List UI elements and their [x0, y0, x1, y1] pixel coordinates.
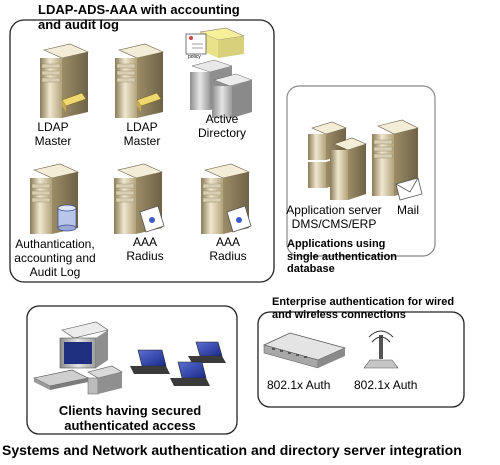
network-switch-icon [262, 332, 347, 369]
mail-envelope-icon [395, 177, 423, 201]
ldap-tape-2-icon [136, 92, 162, 112]
clients-group-box [26, 305, 238, 435]
ldap-master-1-label: LDAP Master [34, 120, 72, 148]
enterprise-group-box [257, 311, 465, 408]
ldap-master-2-label: LDAP Master [123, 120, 161, 148]
aaa-radius-1-label: AAA Radius [126, 235, 164, 263]
app-server-label: Application server DMS/CMS/ERP [286, 203, 382, 231]
active-directory-label: Active Directory [197, 112, 246, 140]
enterprise-group-title: Enterprise authentication for wired and … [272, 296, 455, 321]
keyboard-icon [33, 369, 89, 390]
clients-group-title: Clients having secured authenticated acc… [58, 403, 202, 433]
audit-log-label: Authantication, accounting and Audit Log [14, 237, 96, 279]
apps-group-title: Applications using single authentication… [287, 238, 398, 276]
laptop-2-icon [188, 341, 226, 363]
wired-auth-label: 802.1x Auth [267, 378, 331, 392]
wireless-access-point-icon [363, 330, 399, 369]
diagram-caption: Systems and Network authentication and d… [2, 442, 462, 458]
laptop-1-icon [130, 349, 170, 374]
ldap-tape-1-icon [61, 92, 87, 112]
mail-label: Mail [397, 203, 420, 217]
desktop-computer-icon [59, 321, 123, 395]
radius-key-card-1-icon [139, 205, 165, 233]
mail-server-icon [372, 119, 419, 196]
laptop-3-icon [170, 361, 210, 386]
database-icon [57, 204, 77, 232]
ldap-group-box [9, 19, 275, 283]
aaa-radius-2-label: AAA Radius [209, 235, 247, 263]
policy-document-icon [185, 33, 207, 55]
active-directory-server-icon [190, 27, 253, 118]
radius-key-card-2-icon [226, 205, 252, 233]
policy-tag-label: policy [188, 54, 201, 60]
apps-group-box [286, 85, 436, 257]
ldap-group-title: LDAP-ADS-AAA with accounting and audit l… [38, 2, 240, 32]
application-server-cluster-icon [308, 121, 367, 200]
wireless-auth-label: 802.1x Auth [354, 378, 418, 392]
